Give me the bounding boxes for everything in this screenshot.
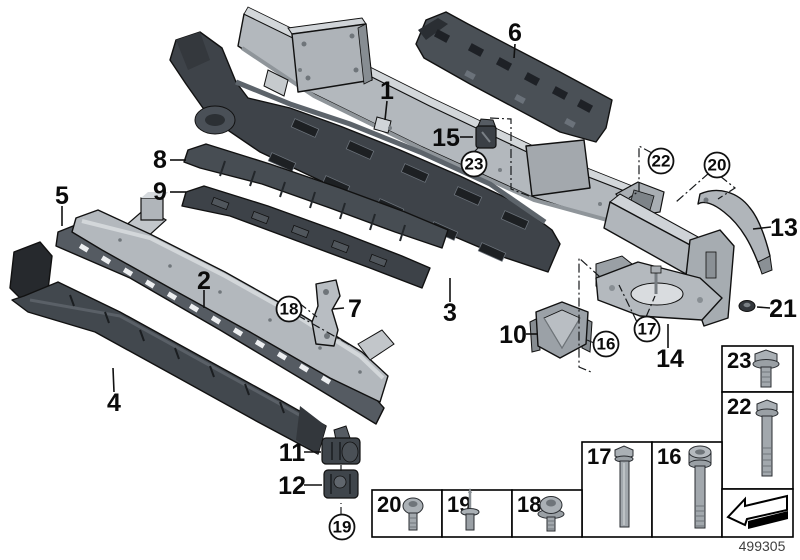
- callout-2[interactable]: 2: [197, 267, 211, 295]
- callout-17-circle[interactable]: 17: [633, 315, 661, 343]
- svg-text:19: 19: [333, 518, 352, 537]
- part-7-bracket[interactable]: [311, 279, 341, 347]
- svg-text:22: 22: [727, 394, 751, 419]
- pan-head-screw-icon: [402, 497, 424, 531]
- callout-20-circle[interactable]: 20: [703, 151, 731, 179]
- callout-21[interactable]: 21: [769, 295, 797, 323]
- callout-22-circle[interactable]: 22: [647, 147, 675, 175]
- part-11-clip[interactable]: [321, 425, 361, 465]
- callout-7[interactable]: 7: [348, 295, 362, 323]
- callout-leader-lines: [61, 43, 772, 486]
- svg-text:18: 18: [517, 492, 541, 517]
- flange-hex-bolt-icon: [752, 349, 780, 388]
- callout-15[interactable]: 15: [432, 124, 460, 152]
- part-10-bracket[interactable]: [529, 301, 593, 359]
- part-14-air-duct[interactable]: [595, 181, 735, 327]
- blind-rivet-icon: [460, 488, 480, 531]
- part-13-support-arm[interactable]: [697, 189, 773, 275]
- legend-cell-20[interactable]: 20: [371, 489, 443, 538]
- legend-cell-arrow[interactable]: [721, 488, 794, 538]
- svg-text:16: 16: [657, 444, 681, 469]
- callout-4[interactable]: 4: [107, 389, 121, 417]
- torx-socket-bolt-icon: [688, 445, 712, 529]
- long-flange-hex-bolt-icon: [755, 399, 779, 477]
- svg-text:16: 16: [597, 335, 616, 354]
- callout-11[interactable]: 11: [279, 439, 306, 467]
- part-2-lower-carrier[interactable]: [71, 192, 395, 403]
- legend-cell-23[interactable]: 23: [721, 345, 794, 393]
- legend-cell-22[interactable]: 22: [721, 391, 794, 490]
- svg-text:17: 17: [587, 444, 611, 469]
- legend-cell-19[interactable]: 19: [441, 488, 513, 538]
- part-21-grommet[interactable]: [738, 300, 756, 312]
- washer-torx-screw-icon: [537, 496, 565, 532]
- svg-text:20: 20: [708, 156, 727, 175]
- callout-3[interactable]: 3: [443, 299, 457, 327]
- callout-9[interactable]: 9: [153, 178, 167, 206]
- part-3-impact-absorber[interactable]: [169, 31, 561, 273]
- assembly-reference-lines: [296, 117, 737, 516]
- callout-13[interactable]: 13: [770, 214, 798, 242]
- direction-arrow-icon: [726, 494, 788, 529]
- part-4-lower-absorber[interactable]: [9, 241, 327, 455]
- callout-23-circle[interactable]: 23: [460, 150, 488, 178]
- legend-cell-17[interactable]: 17: [581, 441, 653, 538]
- callout-8[interactable]: 8: [153, 146, 167, 174]
- part-6-upper-cover[interactable]: [415, 11, 613, 143]
- callout-6[interactable]: 6: [508, 19, 522, 47]
- circled-callouts: 16 17 18 19 20 22 23: [275, 147, 731, 541]
- callout-10[interactable]: 10: [499, 321, 527, 349]
- callout-18-circle[interactable]: 18: [275, 295, 303, 323]
- svg-text:23: 23: [727, 348, 751, 373]
- svg-text:20: 20: [377, 492, 401, 517]
- part-12-clip[interactable]: [323, 469, 359, 499]
- callout-19-circle[interactable]: 19: [328, 513, 356, 541]
- fastener-legend: 23 22 17: [371, 345, 794, 538]
- part-8-absorber-strip[interactable]: [183, 143, 449, 249]
- callout-14[interactable]: 14: [656, 345, 684, 373]
- drawing-number: 499305: [739, 538, 786, 554]
- callout-16-circle[interactable]: 16: [592, 330, 620, 358]
- svg-text:17: 17: [638, 320, 657, 339]
- plain-callouts: 1 2 3 4 5 6 7 8 9 10 11 12 13 14 15 21: [55, 19, 798, 500]
- part-15-clip[interactable]: [475, 118, 497, 149]
- callout-12[interactable]: 12: [278, 472, 306, 500]
- svg-text:23: 23: [465, 155, 484, 174]
- legend-cell-18[interactable]: 18: [511, 489, 583, 538]
- legend-cell-16[interactable]: 16: [651, 441, 723, 538]
- part-9-absorber-strip[interactable]: [181, 185, 431, 289]
- callout-1[interactable]: 1: [380, 77, 394, 105]
- long-hex-bolt-icon: [614, 445, 634, 528]
- svg-text:18: 18: [280, 300, 299, 319]
- bolt-17-in-scene: [650, 265, 662, 294]
- callout-5[interactable]: 5: [55, 182, 69, 210]
- svg-text:22: 22: [652, 152, 671, 171]
